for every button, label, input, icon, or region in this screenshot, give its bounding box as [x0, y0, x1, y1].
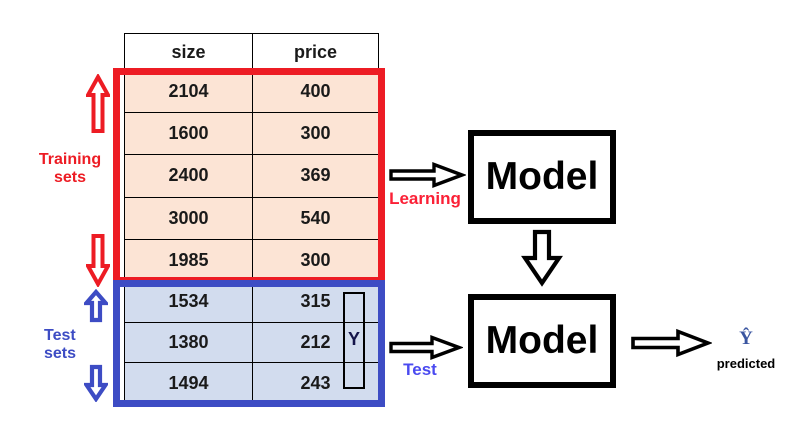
- y-column-bracket: [343, 292, 365, 389]
- table-cell: 2104: [125, 71, 253, 113]
- table-row: 1534 315: [125, 281, 378, 323]
- learning-label: Learning: [389, 189, 461, 208]
- table-row: 1380 212: [125, 322, 378, 364]
- model-box-bottom: Model: [468, 294, 616, 388]
- training-sets-label: Training sets: [30, 151, 110, 187]
- training-set-frame: [113, 68, 385, 284]
- table-cell: 243: [300, 372, 331, 393]
- test-set-frame: [113, 280, 385, 407]
- table-row: 1600 300: [125, 113, 378, 156]
- column-header-size: size: [125, 34, 253, 70]
- table-row: 3000 540: [125, 197, 378, 240]
- table-cell: 1600: [125, 113, 253, 155]
- model-down-arrow-icon: [521, 229, 563, 287]
- table-row: 1494 243: [125, 363, 378, 403]
- y-hat-glyph: Ŷ: [739, 328, 753, 349]
- test-sets-label-line2: sets: [44, 345, 77, 362]
- table-cell: 2400: [125, 155, 253, 197]
- data-table: size price 2104 400 1600 300 2400 369 30…: [124, 33, 379, 404]
- table-row: 1985 300: [125, 239, 378, 282]
- table-cell: 315: [300, 291, 331, 312]
- training-range-down-arrow-icon: [86, 233, 110, 287]
- training-range-up-arrow-icon: [86, 74, 110, 134]
- table-cell: 400: [300, 81, 331, 102]
- test-range-down-arrow-icon: [84, 364, 108, 402]
- table-cell: 1380: [125, 322, 253, 363]
- table-row: 2400 369: [125, 155, 378, 198]
- model-top-label: Model: [485, 155, 599, 198]
- table-cell: 1534: [125, 281, 253, 322]
- predict-arrow-icon: [630, 328, 712, 358]
- model-box-top: Model: [468, 130, 616, 224]
- predicted-label: predicted: [716, 356, 776, 371]
- training-sets-label-line2: sets: [53, 169, 87, 186]
- table-cell: 540: [300, 207, 331, 228]
- table-cell: 369: [300, 165, 331, 186]
- test-arrow-icon: [388, 334, 463, 361]
- test-sets-label-line1: Test: [44, 327, 76, 344]
- model-bottom-label: Model: [485, 319, 599, 362]
- table-cell: 300: [300, 123, 331, 144]
- table-cell: 300: [300, 249, 331, 270]
- table-row: 2104 400: [125, 71, 378, 114]
- column-header-price: price: [293, 41, 338, 62]
- test-range-up-arrow-icon: [84, 289, 108, 323]
- training-sets-label-line1: Training: [38, 151, 102, 168]
- table-cell: 1494: [125, 363, 253, 403]
- table-header-row: size price: [125, 34, 378, 71]
- y-column-label: Y: [347, 329, 360, 349]
- table-cell: 1985: [125, 239, 253, 281]
- table-cell: 3000: [125, 197, 253, 239]
- test-sets-label: Test sets: [44, 327, 114, 363]
- learning-arrow-icon: [388, 161, 466, 189]
- table-cell: 212: [300, 331, 331, 352]
- test-flow-label: Test: [403, 360, 437, 379]
